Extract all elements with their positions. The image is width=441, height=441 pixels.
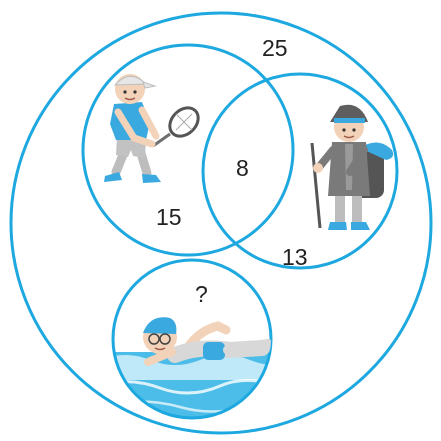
hiking-only-label: 13 bbox=[282, 244, 308, 270]
swimming-unknown-label: ? bbox=[195, 281, 208, 307]
intersection-label: 8 bbox=[236, 155, 249, 181]
tennis-only-label: 15 bbox=[156, 204, 182, 230]
tennis-circle bbox=[83, 45, 293, 255]
tennis-player-icon bbox=[104, 74, 204, 183]
hiker-icon bbox=[312, 105, 393, 230]
swimmer-icon bbox=[143, 317, 268, 362]
total-label: 25 bbox=[262, 35, 288, 61]
